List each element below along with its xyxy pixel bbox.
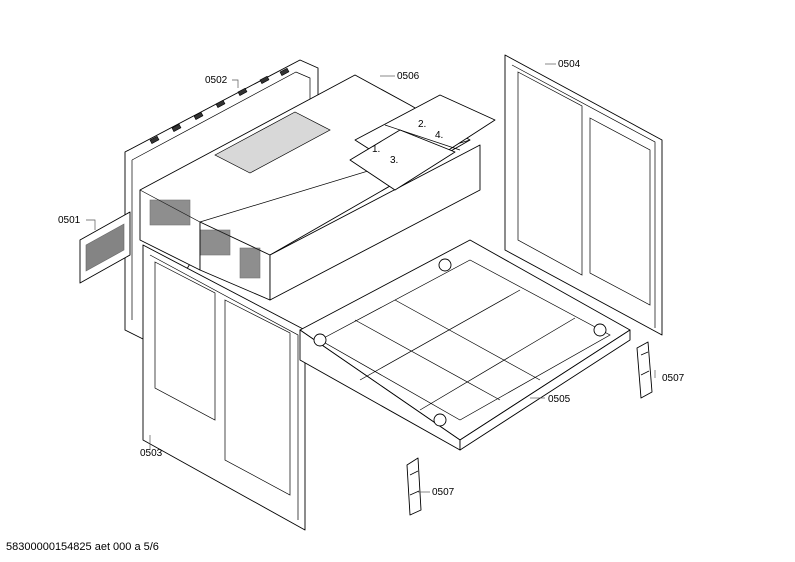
- document-id: 58300000154825 aet 000 a 5/6: [6, 541, 159, 553]
- step-2: 2.: [418, 119, 426, 130]
- callout-0507-bottom: 0507: [432, 487, 455, 498]
- callout-0501: 0501: [58, 215, 81, 226]
- right-side-wall-0504: [504, 54, 663, 336]
- base-frame-0505: [299, 239, 631, 451]
- callout-0503: 0503: [140, 448, 163, 459]
- callout-0507-right: 0507: [662, 373, 685, 384]
- insulation-sheet: [349, 94, 496, 191]
- step-3: 3.: [390, 155, 398, 166]
- step-4: 4.: [435, 130, 443, 141]
- bracket-0507-bottom: [406, 457, 422, 516]
- callout-0502: 0502: [205, 75, 228, 86]
- callout-0504: 0504: [558, 59, 581, 70]
- left-side-wall-0503: [142, 244, 306, 531]
- bracket-0507-right: [636, 341, 653, 399]
- callout-0505: 0505: [548, 394, 571, 405]
- leader-lines: [86, 63, 656, 493]
- step-1: 1.: [372, 144, 380, 155]
- side-vent-panel-0501: [79, 211, 131, 284]
- callout-0506: 0506: [397, 71, 420, 82]
